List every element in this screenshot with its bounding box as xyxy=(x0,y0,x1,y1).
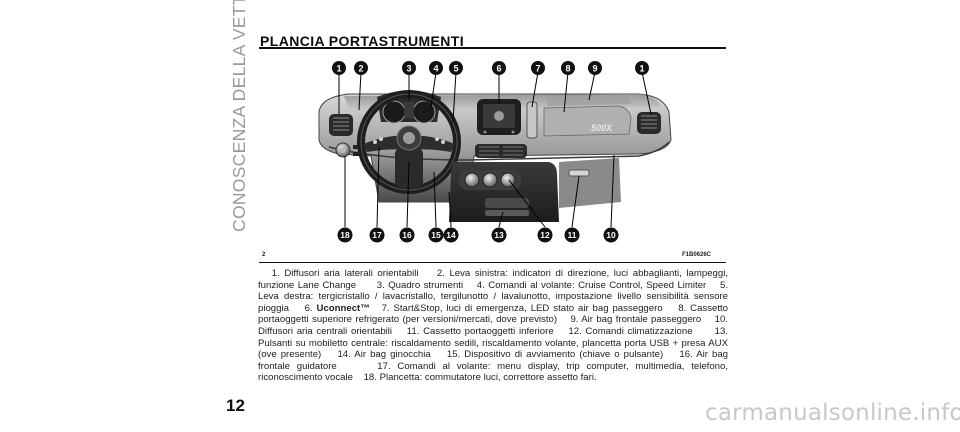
svg-text:9: 9 xyxy=(592,64,597,74)
callout-16: 16 xyxy=(399,227,415,243)
caption-item-3: 3. Quadro strumenti xyxy=(376,279,464,291)
svg-text:12: 12 xyxy=(540,230,550,240)
caption-item-18: 18. Plancetta: commutatore luci, corrett… xyxy=(363,372,597,384)
svg-text:7: 7 xyxy=(535,64,540,74)
callout-18: 18 xyxy=(337,227,353,243)
caption-item-16: 16. Air bag frontale guidatore xyxy=(258,349,728,372)
caption-item-2: 2. Leva sinistra: indicatori di direzion… xyxy=(258,268,728,291)
brand-badge: 500X xyxy=(591,123,613,133)
svg-text:3: 3 xyxy=(406,64,411,74)
svg-text:18: 18 xyxy=(340,230,350,240)
caption-item-6: 6. xyxy=(304,302,313,314)
caption-item-1: 1. Diffusori aria laterali orientabili xyxy=(271,268,419,279)
callout-6: 6 xyxy=(492,61,506,75)
figure-number: 2 xyxy=(262,252,266,258)
caption-item-12: 12. Comandi climatizzazione xyxy=(568,325,693,337)
callout-10: 10 xyxy=(603,227,619,243)
caption-item-13: 13. Pulsanti su mobiletto centrale: risc… xyxy=(258,325,729,361)
caption-item-4: 4. Comandi al volante: Cruise Control, S… xyxy=(476,279,707,291)
callout-5: 5 xyxy=(449,61,463,75)
callout-7: 7 xyxy=(531,61,545,75)
svg-text:8: 8 xyxy=(565,64,570,74)
right-air-vent xyxy=(637,112,661,134)
upper-glovebox xyxy=(543,105,632,137)
page-heading: PLANCIA PORTASTRUMENTI xyxy=(260,33,465,49)
callout-9: 9 xyxy=(588,61,602,75)
uconnect-screen xyxy=(477,99,521,135)
heading-rule xyxy=(259,47,726,49)
svg-text:1: 1 xyxy=(336,64,341,74)
caption-item-10: 10. Diffusori aria centrali orientabili xyxy=(258,314,728,337)
climate-controls xyxy=(459,170,521,190)
svg-text:2: 2 xyxy=(358,64,363,74)
light-switch-knob xyxy=(335,142,359,158)
callout-leaders xyxy=(338,71,652,228)
callout-1-left: 1 xyxy=(332,61,346,75)
callout-1-right: 1 xyxy=(635,61,649,75)
caption-item-14: 14. Air bag ginocchia xyxy=(337,349,431,361)
callout-3: 3 xyxy=(402,61,416,75)
caption-item-9: 9. Air bag frontale passeggero xyxy=(570,314,702,326)
center-air-vents xyxy=(475,144,527,158)
side-section-title: CONOSCENZA DELLA VETTURA xyxy=(229,0,249,232)
callout-2: 2 xyxy=(354,61,368,75)
caption-item-17: 17. Comandi al volante: menu display, tr… xyxy=(258,360,729,384)
caption-item-6-uconnect: Uconnect™ xyxy=(316,302,370,314)
figure-code: F1B0626C xyxy=(682,252,712,258)
svg-text:11: 11 xyxy=(568,230,577,240)
left-air-vent xyxy=(329,114,353,136)
dashboard-illustration: 500X 1 xyxy=(318,61,672,243)
svg-text:15: 15 xyxy=(431,230,441,240)
callout-12: 12 xyxy=(537,227,553,243)
page-number: 12 xyxy=(226,396,245,415)
caption-item-15: 15. Dispositivo di avviamento (chiave o … xyxy=(446,349,664,361)
steering-wheel xyxy=(357,90,461,194)
caption-item-11: 11. Cassetto portaoggetti inferiore xyxy=(406,325,554,337)
console-buttons xyxy=(485,198,529,216)
callouts-top: 1 2 3 4 5 6 7 8 9 1 xyxy=(332,61,649,75)
callout-15: 15 xyxy=(428,227,444,243)
watermark: carmanualsonline.info xyxy=(705,400,960,426)
caption-legend: 1. Diffusori aria laterali orientabili 2… xyxy=(258,268,728,384)
svg-text:5: 5 xyxy=(453,64,458,74)
callout-11: 11 xyxy=(564,227,580,243)
caption-item-5: 5. Leva destra: tergicristallo / lavacri… xyxy=(258,279,729,314)
watermark-tld: info xyxy=(919,400,960,426)
svg-text:16: 16 xyxy=(402,230,412,240)
callout-8: 8 xyxy=(561,61,575,75)
svg-text:17: 17 xyxy=(372,230,382,240)
svg-text:10: 10 xyxy=(606,230,616,240)
glovebox-handle xyxy=(568,169,590,177)
svg-text:13: 13 xyxy=(494,230,504,240)
callout-13: 13 xyxy=(491,227,507,243)
callout-17: 17 xyxy=(369,227,385,243)
callouts-bottom: 18 17 16 15 14 13 12 11 10 xyxy=(337,227,619,243)
callout-14: 14 xyxy=(443,227,459,243)
hazard-startstop-panel xyxy=(526,101,538,139)
caption-item-8: 8. Cassetto portaoggetti superiore refri… xyxy=(258,302,729,326)
svg-text:6: 6 xyxy=(496,64,501,74)
svg-text:14: 14 xyxy=(446,230,456,240)
svg-text:1: 1 xyxy=(639,64,644,74)
figure-rule xyxy=(259,262,726,263)
svg-text:4: 4 xyxy=(433,64,438,74)
callout-4: 4 xyxy=(429,61,443,75)
watermark-dot: . xyxy=(912,400,920,426)
caption-item-7: 7. Start&Stop, luci di emergenza, LED st… xyxy=(381,302,663,314)
watermark-main: carmanualsonline xyxy=(705,400,913,426)
